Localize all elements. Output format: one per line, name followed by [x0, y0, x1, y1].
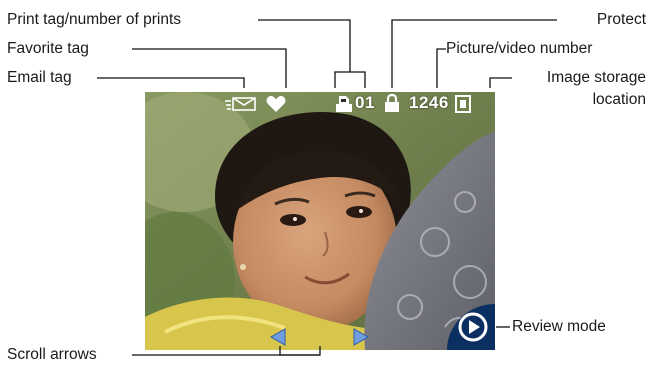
review-mode-badge	[447, 304, 495, 350]
review-mode-callout: Review mode	[512, 318, 606, 335]
status-bar: 01 1246	[145, 92, 495, 116]
storage-callout-line1: Image storage	[546, 69, 646, 86]
print-count: 01	[355, 93, 375, 112]
print-tag-callout: Print tag/number of prints	[7, 11, 182, 28]
printer-icon	[336, 96, 352, 112]
left-arrow-icon[interactable]	[270, 328, 286, 346]
storage-leader	[489, 77, 512, 88]
email-tag-leader	[97, 77, 245, 88]
heart-icon	[266, 96, 286, 112]
email-tag-callout: Email tag	[7, 69, 72, 86]
picture-number: 1246	[409, 93, 449, 112]
favorite-tag-leader	[132, 48, 287, 88]
lock-icon	[385, 94, 399, 112]
picture-number-callout: Picture/video number	[446, 40, 593, 57]
storage-callout-line2: location	[592, 91, 646, 108]
protect-callout: Protect	[596, 11, 646, 28]
right-arrow-icon[interactable]	[353, 328, 369, 346]
photo-preview	[145, 92, 495, 350]
camera-lcd-screen: 01 1246	[145, 92, 495, 350]
print-tag-bracket	[334, 71, 366, 88]
picture-number-leader	[436, 48, 446, 88]
print-tag-leader	[258, 19, 351, 72]
favorite-tag-callout: Favorite tag	[7, 40, 89, 57]
scroll-arrows-callout: Scroll arrows	[7, 346, 97, 363]
email-tag-icon	[225, 97, 256, 111]
memory-card-icon	[455, 95, 471, 113]
play-icon	[458, 312, 488, 342]
